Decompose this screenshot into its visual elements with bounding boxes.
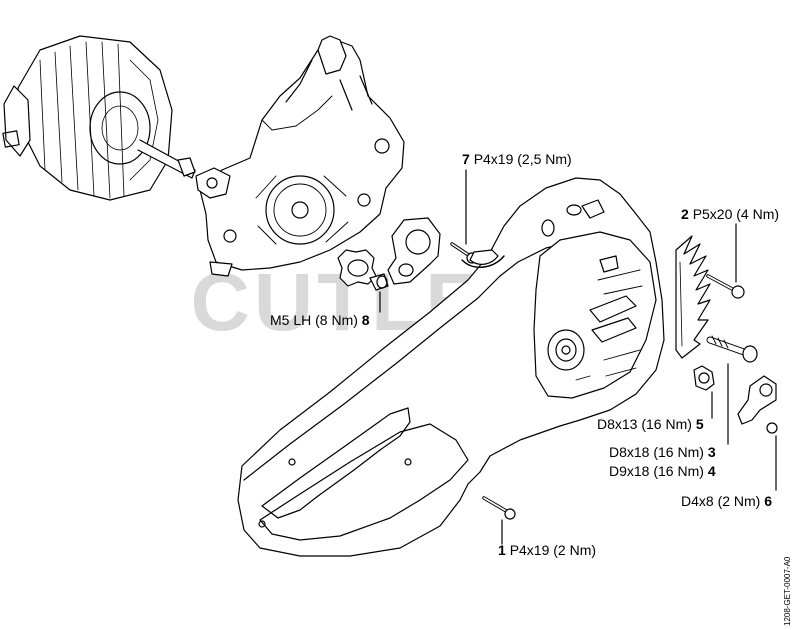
chain-catcher — [737, 375, 778, 491]
electric-motor — [2, 35, 196, 201]
callout-3: D8x18 (16 Nm) 3 — [609, 444, 716, 460]
sprocket-cover — [237, 177, 665, 557]
callout-4: D9x18 (16 Nm) 4 — [609, 463, 716, 479]
motor-housing — [195, 35, 405, 277]
screw-1 — [482, 496, 516, 545]
screw-7 — [450, 169, 478, 264]
callout-2: 2 P5x20 (4 Nm) — [681, 206, 780, 222]
bearing-block — [387, 217, 441, 285]
nut-5 — [693, 365, 715, 419]
callout-5: D8x13 (16 Nm) 5 — [597, 416, 704, 432]
callout-6: D4x8 (2 Nm) 6 — [681, 493, 773, 509]
screw-2 — [706, 223, 745, 299]
callout-8: M5 LH (8 Nm) 8 — [270, 312, 370, 328]
document-id: 1208-GET-0007-A0 — [783, 556, 792, 626]
callout-7: 7 P4x19 (2,5 Nm) — [462, 151, 572, 167]
bar-stud — [706, 335, 758, 445]
spike-plate — [675, 235, 711, 359]
callout-1: 1 P4x19 (2 Nm) — [498, 542, 597, 558]
pinion-gear — [337, 249, 389, 291]
